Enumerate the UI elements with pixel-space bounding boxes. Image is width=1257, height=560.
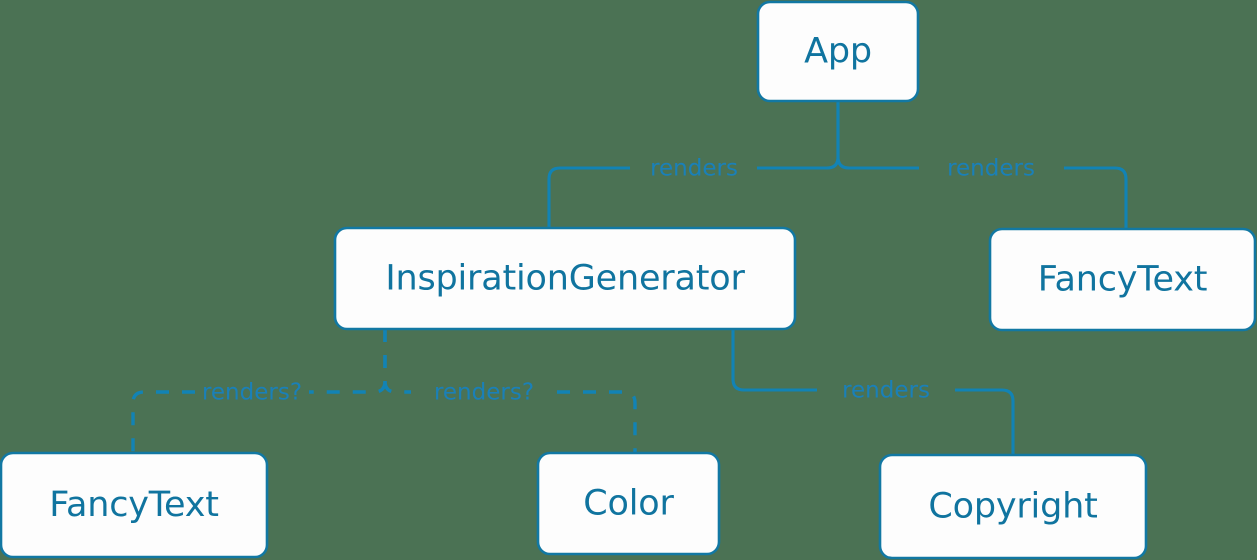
node-box-fancytext-top[interactable] (988, 227, 1257, 332)
node-label-fancytext-top: FancyText (1038, 260, 1208, 300)
edge-path-inspgen-copyright (731, 329, 1015, 455)
edge-label-inspgen-copyright: renders (842, 378, 930, 404)
node-box-color[interactable] (536, 451, 721, 556)
node-app[interactable]: App (756, 0, 920, 103)
node-color[interactable]: Color (536, 451, 721, 556)
node-label-copyright: Copyright (928, 487, 1097, 527)
edge-group: renders renders renders? renders? render… (131, 101, 1128, 455)
node-box-copyright[interactable] (878, 453, 1148, 560)
node-box-app[interactable] (756, 0, 920, 103)
edge-label-inspgen-fancytext: renders? (202, 380, 302, 406)
node-box-inspirationgenerator[interactable] (333, 226, 797, 331)
edge-inspgen-renders-copyright: renders (731, 329, 1015, 455)
node-fancytext-top[interactable]: FancyText (988, 227, 1257, 332)
node-box-fancytext-bottom[interactable] (0, 451, 269, 559)
edge-label-app-fancytext: renders (947, 156, 1035, 182)
node-copyright[interactable]: Copyright (878, 453, 1148, 560)
node-fancytext-bottom[interactable]: FancyText (0, 451, 269, 559)
node-label-color: Color (583, 484, 674, 524)
edge-inspgen-renders-color-optional: renders? (383, 329, 637, 453)
edge-label-app-inspgen: renders (650, 156, 738, 182)
edge-path-inspgen-color (383, 329, 637, 453)
edge-label-inspgen-color: renders? (434, 380, 534, 406)
edge-app-renders-fancytext: renders (836, 101, 1128, 229)
edge-path-app-fancytext (836, 101, 1128, 229)
node-label-app: App (804, 32, 872, 72)
node-label-inspirationgenerator: InspirationGenerator (385, 259, 745, 299)
node-inspirationgenerator[interactable]: InspirationGenerator (333, 226, 797, 331)
node-label-fancytext-bottom: FancyText (49, 485, 219, 525)
